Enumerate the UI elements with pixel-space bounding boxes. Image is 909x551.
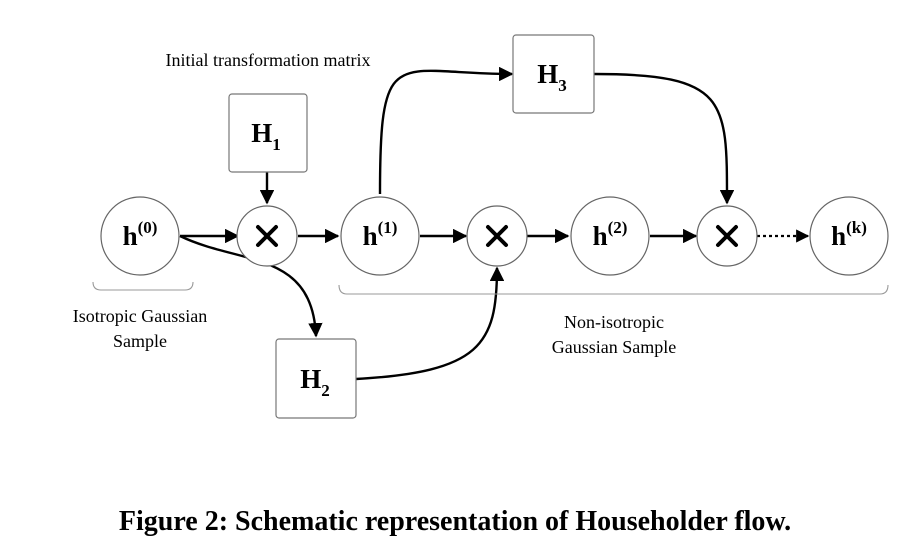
node-h0: h(0) [100,196,180,276]
matrix-h1-sub: 1 [272,135,281,154]
svg-text:h(k): h(k) [831,218,867,251]
svg-text:H2: H2 [300,364,330,400]
edge-h1-to-h3matrix [378,66,514,195]
nonisotropic-label-line2: Gaussian Sample [552,337,676,357]
matrix-h2-sub: 2 [321,381,330,400]
svg-text:h(1): h(1) [363,218,398,251]
nonisotropic-brace [338,284,889,295]
matrix-h3-base: H [537,59,558,89]
node-h2-sup: (2) [608,218,628,237]
node-hk-sup: (k) [846,218,867,237]
svg-text:h(2): h(2) [593,218,628,251]
matrix-h2-base: H [300,364,321,394]
matrix-box-h2: H2 [275,338,357,419]
nonisotropic-label-line1: Non-isotropic [564,312,664,332]
svg-text:H1: H1 [251,118,281,154]
node-h1-base: h [363,221,378,251]
matrix-box-h3: H3 [512,34,595,114]
node-h1-sup: (1) [378,218,398,237]
svg-text:H3: H3 [537,59,567,95]
edge-h2matrix-to-mult2 [355,266,505,381]
isotropic-label-line1: Isotropic Gaussian [73,306,207,326]
isotropic-brace [92,281,194,291]
isotropic-label-line2: Sample [113,331,167,351]
matrix-h3-sub: 3 [558,76,567,95]
matrix-box-h1: H1 [228,93,308,173]
figure-caption: Figure 2: Schematic representation of Ho… [119,506,791,537]
node-h2-base: h [593,221,608,251]
node-h0-sup: (0) [138,218,158,237]
multiply-node-2 [466,205,528,267]
multiply-node-1 [236,205,298,267]
node-hk: h(k) [809,196,889,276]
edge-h3matrix-to-mult3 [593,72,735,205]
initial-transformation-label: Initial transformation matrix [166,50,371,70]
node-h1: h(1) [340,196,420,276]
matrix-h1-base: H [251,118,272,148]
svg-text:h(0): h(0) [123,218,158,251]
node-hk-base: h [831,221,846,251]
node-h2: h(2) [570,196,650,276]
node-h0-base: h [123,221,138,251]
multiply-node-3 [696,205,758,267]
